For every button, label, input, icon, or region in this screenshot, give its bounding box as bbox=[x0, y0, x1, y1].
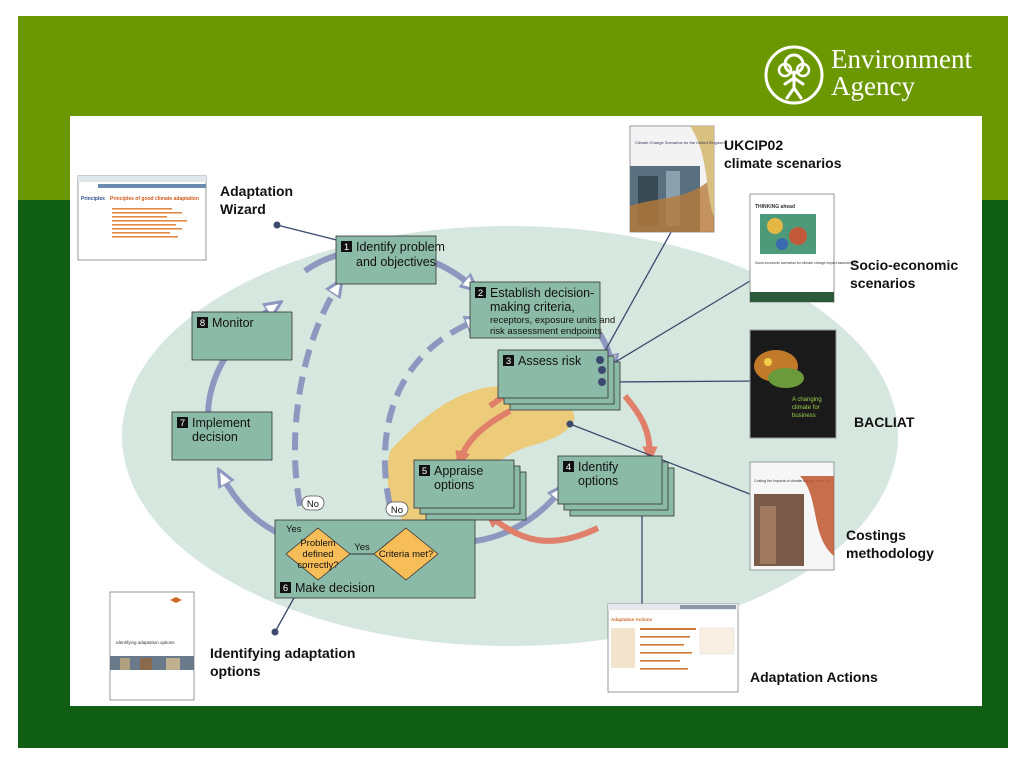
step-1-line-2: and objectives bbox=[356, 255, 436, 269]
wizard-thumb-heading: Principles bbox=[81, 196, 105, 202]
inner-loop-dashes bbox=[291, 286, 475, 507]
svg-text:No: No bbox=[391, 505, 403, 516]
adaptation-framework-diagram: 1 Identify problem and objectives 2 Esta… bbox=[77, 125, 958, 701]
yes-top-label: Yes bbox=[286, 524, 302, 535]
step-5-box[interactable]: 5 Appraise options bbox=[413, 459, 527, 521]
step-2-line-4: risk assessment endpoints bbox=[490, 326, 602, 337]
bacliat-thumb-line-1: A changing bbox=[792, 397, 822, 403]
bacliat-cover[interactable]: A changing climate for business bbox=[749, 329, 837, 439]
step-3-box[interactable]: 3 Assess risk bbox=[497, 349, 621, 411]
wizard-label-line-2: Wizard bbox=[220, 201, 266, 217]
step-4-box[interactable]: 4 Identify options bbox=[557, 455, 675, 517]
identifying-thumb-title: Identifying adaptation options bbox=[116, 640, 175, 645]
problem-line-3: correctly? bbox=[297, 560, 338, 571]
ukcip-label-line-1: UKCIP02 bbox=[724, 137, 783, 153]
step-1-box[interactable]: 1 Identify problem and objectives bbox=[335, 235, 445, 285]
tree-person-logo-icon bbox=[764, 45, 824, 105]
ukcip-label-line-2: climate scenarios bbox=[724, 155, 842, 171]
step-7-box[interactable]: 7 Implement decision bbox=[171, 411, 273, 461]
arrow-3-to-5 bbox=[455, 408, 512, 469]
step-8-number: 8 bbox=[200, 318, 205, 329]
step-4-number: 4 bbox=[566, 462, 571, 473]
ukcip-thumb-title: Climate Change Scenarios for the United … bbox=[635, 140, 725, 145]
criteria-met-diamond bbox=[373, 527, 439, 581]
step-2-box[interactable]: 2 Establish decision- making criteria, r… bbox=[469, 281, 615, 339]
wizard-label-line-1: Adaptation bbox=[220, 183, 293, 199]
identifying-label-line-1: Identifying adaptation bbox=[210, 645, 355, 661]
costings-thumb-title: Costing the impacts of climate change in… bbox=[754, 479, 831, 483]
step-3-line-1: Assess risk bbox=[518, 354, 582, 368]
actions-thumb-heading: Adaptation Actions bbox=[611, 617, 653, 622]
svg-text:No: No bbox=[307, 499, 319, 510]
step-8-line-1: Monitor bbox=[212, 316, 254, 330]
problem-defined-diamond bbox=[285, 527, 351, 581]
actions-label: Adaptation Actions bbox=[750, 669, 878, 685]
logo-line-1: Environment bbox=[831, 44, 972, 74]
step-4-line-1: Identify bbox=[578, 460, 619, 474]
step-2-line-2: making criteria, bbox=[490, 300, 575, 314]
problem-line-1: Problem bbox=[300, 538, 335, 549]
actions-thumbnail[interactable]: Adaptation Actions bbox=[607, 603, 739, 693]
criteria-label: Criteria met? bbox=[379, 549, 433, 560]
step-6-number: 6 bbox=[283, 583, 288, 594]
no-pill-left: No bbox=[301, 495, 325, 511]
step-2-line-3: receptors, exposure units and bbox=[490, 315, 615, 326]
environment-agency-logo: Environment Agency bbox=[763, 44, 1003, 108]
arrow-3-to-4 bbox=[622, 394, 658, 464]
bacliat-thumb-line-2: climate for bbox=[792, 405, 820, 411]
step-2-line-1: Establish decision- bbox=[490, 286, 594, 300]
no-pill-right: No bbox=[385, 501, 409, 517]
step-2-number: 2 bbox=[478, 288, 483, 299]
bacliat-thumb-line-3: business bbox=[792, 413, 816, 419]
costings-label-line-2: methodology bbox=[846, 545, 934, 561]
costings-cover[interactable]: Costing the impacts of climate change in… bbox=[749, 461, 835, 571]
identifying-label-line-2: options bbox=[210, 663, 261, 679]
no-loop-to-1 bbox=[291, 286, 338, 507]
wizard-thumbnail[interactable]: Principles Principles of good climate ad… bbox=[77, 175, 207, 261]
step-7-line-2: decision bbox=[192, 430, 238, 444]
yes-mid-label: Yes bbox=[354, 542, 370, 553]
step-5-line-2: options bbox=[434, 478, 474, 492]
step-3-number: 3 bbox=[506, 356, 511, 367]
step-1-number: 1 bbox=[344, 242, 349, 253]
arrow-4-to-5 bbox=[484, 511, 600, 544]
logo-wordmark: Environment Agency bbox=[831, 46, 972, 100]
step-7-line-1: Implement bbox=[192, 416, 251, 430]
costings-label-line-1: Costings bbox=[846, 527, 906, 543]
bacliat-label: BACLIAT bbox=[854, 414, 915, 430]
socio-label-line-1: Socio-economic bbox=[850, 257, 958, 273]
socio-cover[interactable]: THINKING ahead Socio-economic scenarios … bbox=[749, 193, 856, 303]
problem-line-2: defined bbox=[302, 549, 333, 560]
wizard-thumb-title: Principles of good climate adaptation bbox=[110, 196, 199, 202]
socio-label-line-2: scenarios bbox=[850, 275, 916, 291]
step-6-line-1: Make decision bbox=[295, 581, 375, 595]
step-5-number: 5 bbox=[422, 466, 427, 477]
diagram-panel: 1 Identify problem and objectives 2 Esta… bbox=[70, 116, 982, 706]
identifying-cover[interactable]: Identifying adaptation options bbox=[109, 591, 195, 701]
step-5-line-1: Appraise bbox=[434, 464, 483, 478]
ukcip-cover[interactable]: Climate Change Scenarios for the United … bbox=[629, 125, 725, 233]
arrow-4-to-6 bbox=[474, 491, 560, 544]
step-6-box[interactable]: Problem defined correctly? Criteria met?… bbox=[274, 519, 476, 599]
socio-thumb-title: THINKING ahead bbox=[755, 204, 795, 210]
step-7-number: 7 bbox=[180, 418, 185, 429]
step-8-box[interactable]: 8 Monitor bbox=[191, 311, 293, 361]
slide-frame: Environment Agency bbox=[18, 16, 1008, 748]
logo-line-2: Agency bbox=[831, 71, 915, 101]
socio-thumb-sub: Socio-economic scenarios for climate cha… bbox=[755, 261, 856, 265]
step-4-line-2: options bbox=[578, 474, 618, 488]
step-1-line-1: Identify problem bbox=[356, 240, 445, 254]
